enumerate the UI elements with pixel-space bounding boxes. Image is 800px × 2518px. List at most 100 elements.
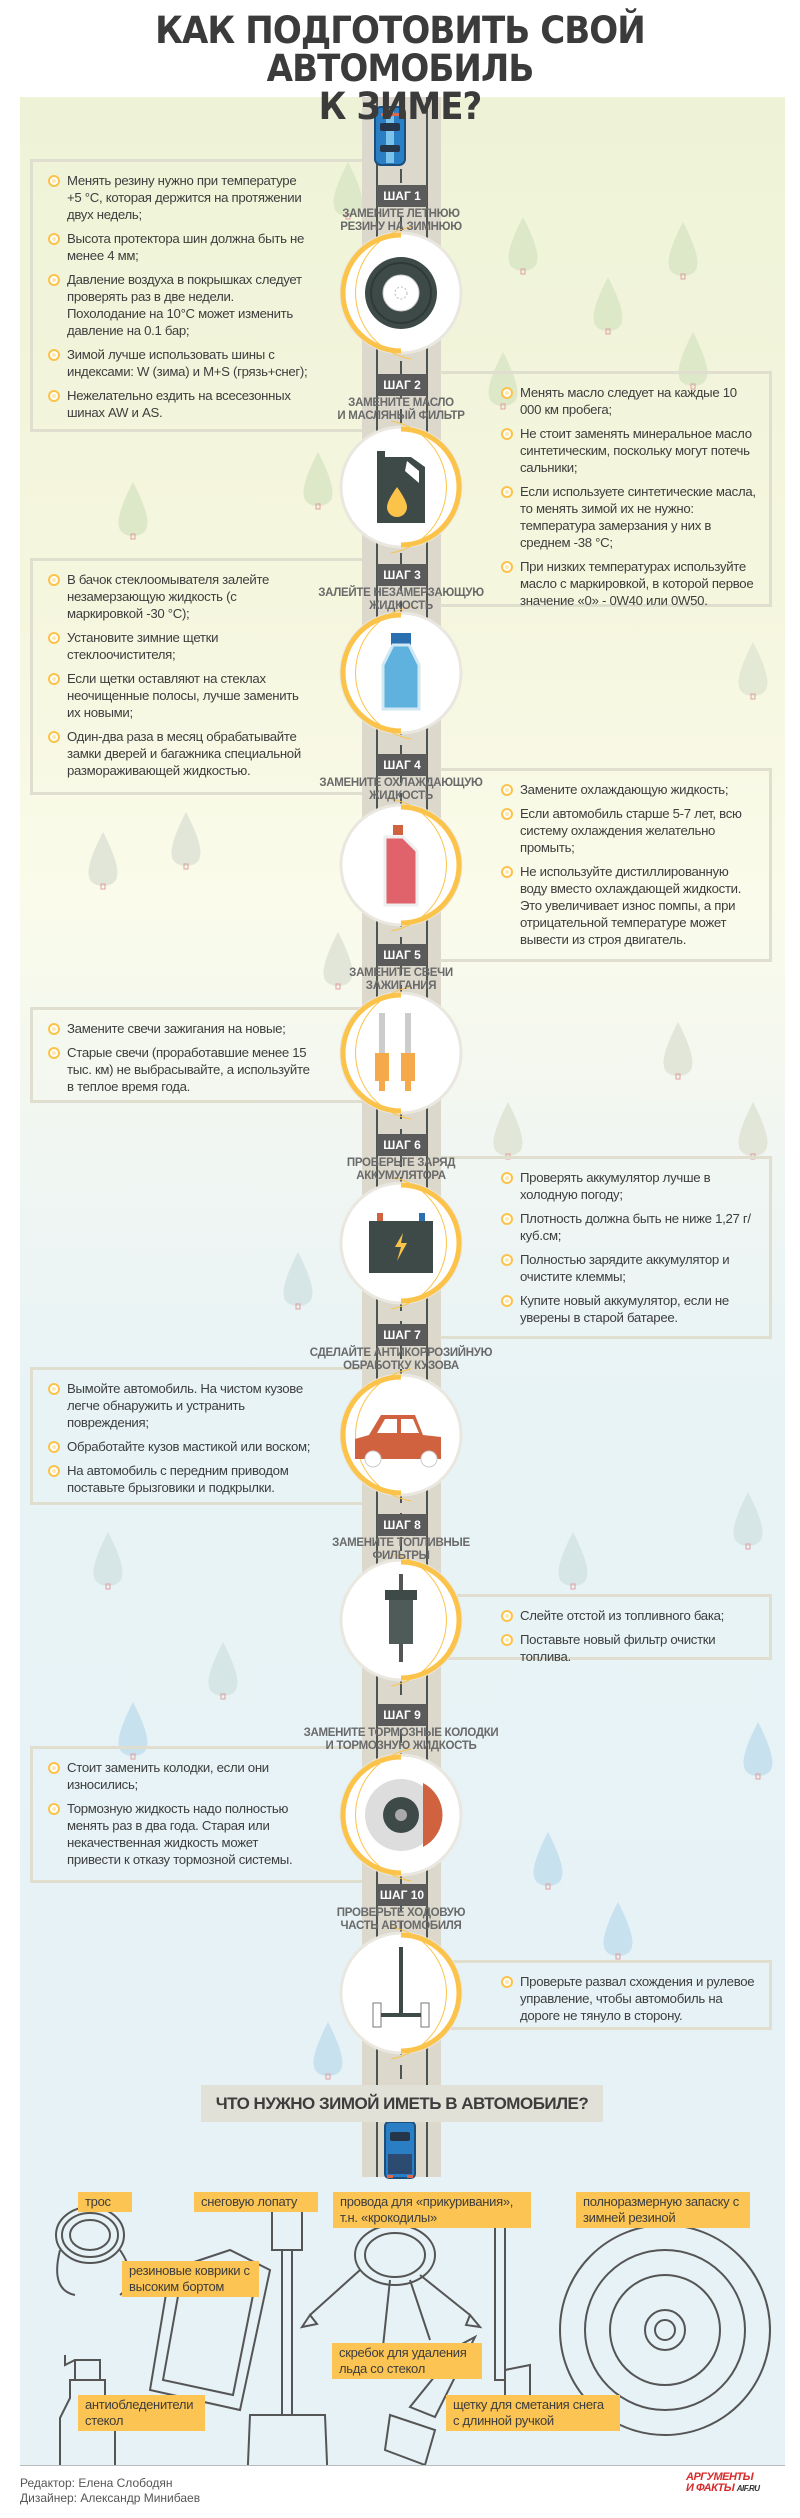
blue-car-icon [374,106,406,166]
step-icon-circle [339,1553,463,1687]
tip-item: Менять масло следует на каждые 10 000 км… [500,384,757,418]
step-title-line: ЗАЛЕЙТЕ НЕЗАМЕРЗАЮЩУЮ [318,587,484,599]
tree-icon [171,812,201,870]
tree-icon [333,162,363,220]
coolant-bottle-icon [383,825,419,907]
tip-item: Замените охлаждающую жидкость; [500,781,757,798]
battery-icon [369,1213,433,1273]
tree-icon [533,1832,563,1890]
step-title-line: ЖИДКОСТЬ [369,790,433,802]
step-label: ШАГ 4 [377,754,427,776]
step-title-line: ПРОВЕРЬТЕ ХОДОВУЮ [336,1907,466,1919]
tip-item: Тормозную жидкость надо полностью менять… [47,1800,312,1868]
tip-item: Высота протектора шин должна быть не мен… [47,230,312,264]
footer-divider [20,2465,785,2466]
step-title-line: ЖИДКОСТЬ [369,600,433,612]
tip-item: Если используете синтетические масла, то… [500,483,757,551]
step-title-line: ЧАСТЬ АВТОМОБИЛЯ [340,1920,462,1932]
step-icon-circle [339,1368,463,1502]
step-label: ШАГ 5 [377,944,427,966]
tip-item: Плотность должна быть не ниже 1,27 г/куб… [500,1210,757,1244]
title-line-2: К ЗИМЕ? [318,85,483,128]
shovel-icon [246,2201,329,2465]
brake-disc-icon [365,1779,443,1851]
step-tips-box: Стоит заменить колодки, если они износил… [30,1746,362,1883]
fuel-filter-icon [385,1574,417,1662]
tree-icon [118,482,148,540]
tree-icon [118,1702,148,1760]
blue-car-rear-icon [384,2122,416,2179]
tree-icon [313,2022,343,2080]
tree-icon [88,832,118,890]
tree-icon [323,932,353,990]
step-icon-circle [339,986,463,1120]
step-icon-circle [339,226,463,360]
kit-item-rubber-mats: резиновые коврики с высоким бортом [122,2261,259,2297]
step-title-line: ЗАМЕНИТЕ СВЕЧИ [349,967,453,979]
step-title-line: ЗАМЕНИТЕ ЛЕТНЮЮ [342,208,460,220]
step-tips-box: Менять масло следует на каждые 10 000 км… [440,371,772,609]
kit-item-snow-brush: щетку для сметания снега с длинной ручко… [446,2395,620,2431]
tip-item: При низких температурах используйте масл… [500,558,757,609]
step-icon-circle [339,798,463,932]
tip-item: Проверять аккумулятор лучше в холодную п… [500,1169,757,1203]
step-title-line: И МАСЛЯНЫЙ ФИЛЬТР [337,410,465,422]
tip-item: Слейте отстой из топливного бака; [500,1607,757,1624]
logo-site: AIF.RU [736,2484,760,2493]
step-title-line: ЗАМЕНИТЕ ОХЛАЖДАЮЩУЮ [319,777,483,789]
step-title-line: РЕЗИНУ НА ЗИМНЮЮ [340,221,462,233]
step-label: ШАГ 8 [377,1514,427,1536]
tip-item: Давление воздуха в покрышках следует про… [47,271,312,339]
tree-icon [283,1252,313,1310]
step-icon-circle [339,1176,463,1310]
tip-item: Полностью зарядите аккумулятор и очистит… [500,1251,757,1285]
logo-line-1: АРГУМЕНТЫ [686,2471,754,2483]
tip-item: Зимой лучше использовать шины с индексам… [47,346,312,380]
tree-icon [508,217,538,275]
tree-icon [668,222,698,280]
step-tips-box: Менять резину нужно при температуре +5 °… [30,159,362,432]
tree-icon [208,1642,238,1700]
kit-item-spare-tire: полноразмерную запаску с зимней резиной [576,2192,750,2228]
car-icon [355,1415,441,1468]
step-tips-box: Замените охлаждающую жидкость; Если автом… [440,768,772,962]
step-title-line: СДЕЛАЙТЕ АНТИКОРРОЗИЙНУЮ [309,1347,493,1359]
tip-item: Обработайте кузов мастикой или воском; [47,1438,312,1455]
road-line [426,97,428,2177]
step-tips-box: В бачок стеклоомывателя залейте незамерз… [30,558,362,795]
tree-icon [603,1902,633,1960]
tip-item: В бачок стеклоомывателя залейте незамерз… [47,571,312,622]
tree-icon [303,452,333,510]
step-tips-box: Проверьте развал схождения и рулевое упр… [440,1960,772,2030]
step-title-line: ЗАМЕНИТЕ ТОРМОЗНЫЕ КОЛОДКИ [303,1727,499,1739]
aif-logo[interactable]: АРГУМЕНТЫ И ФАКТЫ AIF.RU [686,2472,760,2494]
logo-line-2: И ФАКТЫ [686,2482,735,2494]
page-title: КАК ПОДГОТОВИТЬ СВОЙ АВТОМОБИЛЬ К ЗИМЕ? [32,12,768,126]
tip-item: Установите зимние щетки стеклоочистителя… [47,629,312,663]
step-label: ШАГ 1 [377,185,427,207]
tip-item: Если щетки оставляют на стеклах неочищен… [47,670,312,721]
tire-icon [365,257,437,329]
step-label: ШАГ 2 [377,374,427,396]
tip-item: На автомобиль с передним приводом постав… [47,1462,312,1496]
spark-plug-icon [375,1013,415,1091]
tip-item: Если автомобиль старше 5-7 лет, всю сист… [500,805,757,856]
kit-item-rope: трос [78,2192,132,2212]
tip-item: Нежелательно ездить на всесезонных шинах… [47,387,312,421]
oil-canister-icon [377,451,425,523]
step-title-line: ЗАМЕНИТЕ ТОПЛИВНЫЕ [332,1537,470,1549]
tree-icon [743,1722,773,1780]
tree-icon [593,277,623,335]
step-icon-circle [339,606,463,740]
designer-credit: Дизайнер: Александр Минибаев [20,2491,201,2505]
step-icon-circle [339,1926,463,2060]
step-title-line: ПРОВЕРЬТЕ ЗАРЯД [346,1157,456,1169]
tip-item: Проверьте развал схождения и рулевое упр… [500,1973,757,2024]
tip-item: Менять резину нужно при температуре +5 °… [47,172,312,223]
step-title-line: АККУМУЛЯТОРА [356,1170,446,1182]
